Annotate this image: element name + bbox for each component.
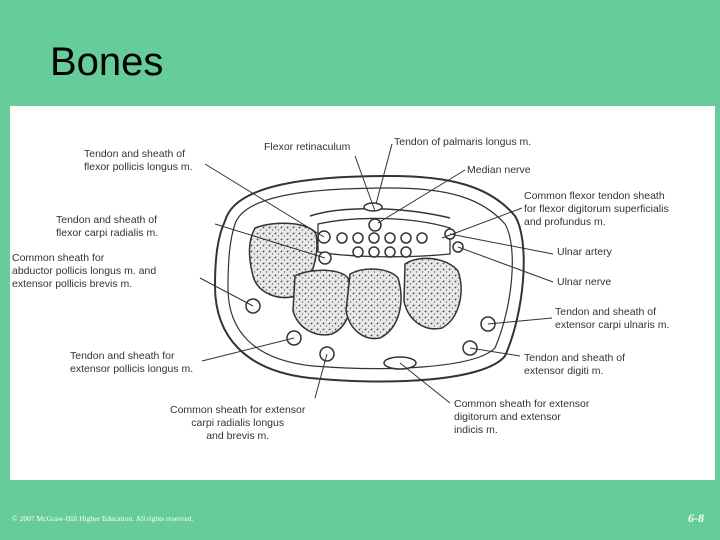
flexor-tendon-4: [384, 232, 396, 244]
label-flexor-pollicis-longus: Tendon and sheath of flexor pollicis lon…: [84, 148, 193, 173]
label-common-flexor-sheath: Common flexor tendon sheath for flexor d…: [524, 190, 669, 228]
flexor-tendon-6: [416, 232, 428, 244]
flexor-tendon-3: [368, 232, 380, 244]
carpal-tunnel: [317, 217, 451, 258]
flexor-tendon-2: [352, 232, 364, 244]
wrist-cross-section-drawing: [199, 143, 554, 404]
capitate-bone: [345, 268, 402, 340]
skin-outline: [213, 174, 525, 383]
label-flexor-retinaculum: Flexor retinaculum: [264, 141, 351, 153]
median-nerve: [368, 218, 382, 232]
label-abductor-pollicis-sheath: Common sheath for abductor pollicis long…: [12, 252, 157, 290]
flexor-tendon-5: [400, 232, 412, 244]
label-ulnar-nerve: Ulnar nerve: [557, 276, 612, 288]
wrist-cross-section-figure: Tendon and sheath of flexor pollicis lon…: [10, 106, 715, 480]
label-extensor-digiti: Tendon and sheath of extensor digiti m.: [524, 352, 626, 377]
hamate-bone: [403, 257, 462, 330]
label-extensor-pollicis-longus: Tendon and sheath for extensor pollicis …: [70, 350, 194, 375]
flexor-tendon-8: [368, 246, 380, 258]
label-palmaris-longus: Tendon of palmaris longus m.: [394, 136, 532, 148]
label-ulnar-artery: Ulnar artery: [557, 246, 612, 258]
copyright-footer: © 2007 McGraw-Hill Higher Education. All…: [12, 514, 194, 523]
label-median-nerve: Median nerve: [467, 164, 531, 176]
subcutaneous-outline: [227, 187, 513, 370]
flexor-tendon-1: [336, 232, 348, 244]
tendon-palmaris-longus: [363, 202, 383, 212]
label-extensor-carpi-radialis: Common sheath for extensor carpi radiali…: [170, 404, 306, 442]
trapezoid-bone: [292, 269, 352, 336]
page-number: 6-8: [688, 511, 704, 525]
flexor-tendon-7: [352, 246, 364, 258]
flexor-tendon-9: [384, 246, 396, 258]
label-flexor-carpi-radialis: Tendon and sheath of flexor carpi radial…: [56, 214, 159, 239]
label-extensor-carpi-ulnaris: Tendon and sheath of extensor carpi ulna…: [555, 306, 670, 331]
label-extensor-digitorum-sheath: Common sheath for extensor digitorum and…: [454, 398, 590, 436]
flexor-tendon-10: [400, 246, 412, 258]
slide-title: Bones: [50, 40, 164, 84]
